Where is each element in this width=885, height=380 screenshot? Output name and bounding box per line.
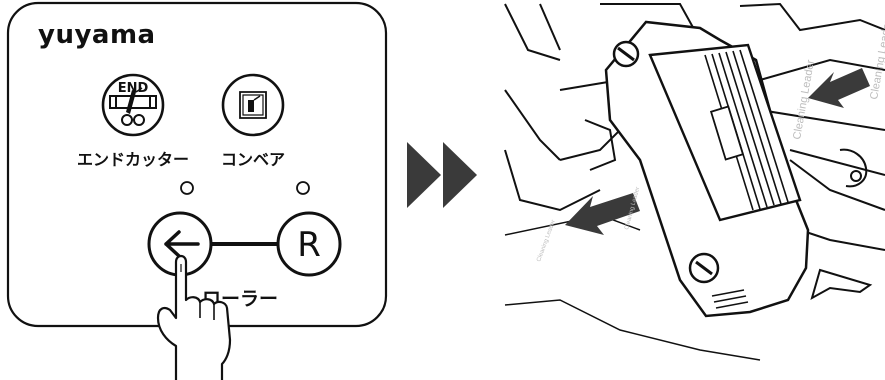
frame-line [504, 3, 561, 61]
end-icon-text: END [118, 81, 149, 96]
conveyor-label: コンベア [221, 150, 285, 169]
panel-frame [6, 1, 388, 328]
conveyor-icon [239, 91, 267, 119]
direction-arrow-lower-left [565, 193, 640, 235]
roller-left-button[interactable] [147, 211, 213, 277]
brand-logo: yuyama [38, 20, 156, 50]
conveyor-button[interactable] [221, 73, 285, 137]
cleaning-leader-label-far-right: Cleaning Leader [868, 19, 885, 101]
conveyor-indicator-led [296, 181, 310, 195]
hand-pointer-icon [156, 254, 232, 380]
roller-right-key-label: R [297, 225, 321, 265]
end-cutter-icon [109, 87, 157, 126]
left-arrow-icon [164, 230, 200, 258]
machine-illustration [504, 2, 885, 361]
double-arrow-right-icon [407, 142, 477, 208]
direction-arrow-upper-right [808, 68, 870, 108]
roller-right-button[interactable]: R [276, 211, 342, 277]
control-panel: yuyama END エンドカッター [6, 1, 388, 380]
end-cutter-label: エンドカッター [77, 150, 189, 169]
end-cutter-indicator-led [180, 181, 194, 195]
end-cutter-button[interactable]: END [101, 73, 165, 137]
